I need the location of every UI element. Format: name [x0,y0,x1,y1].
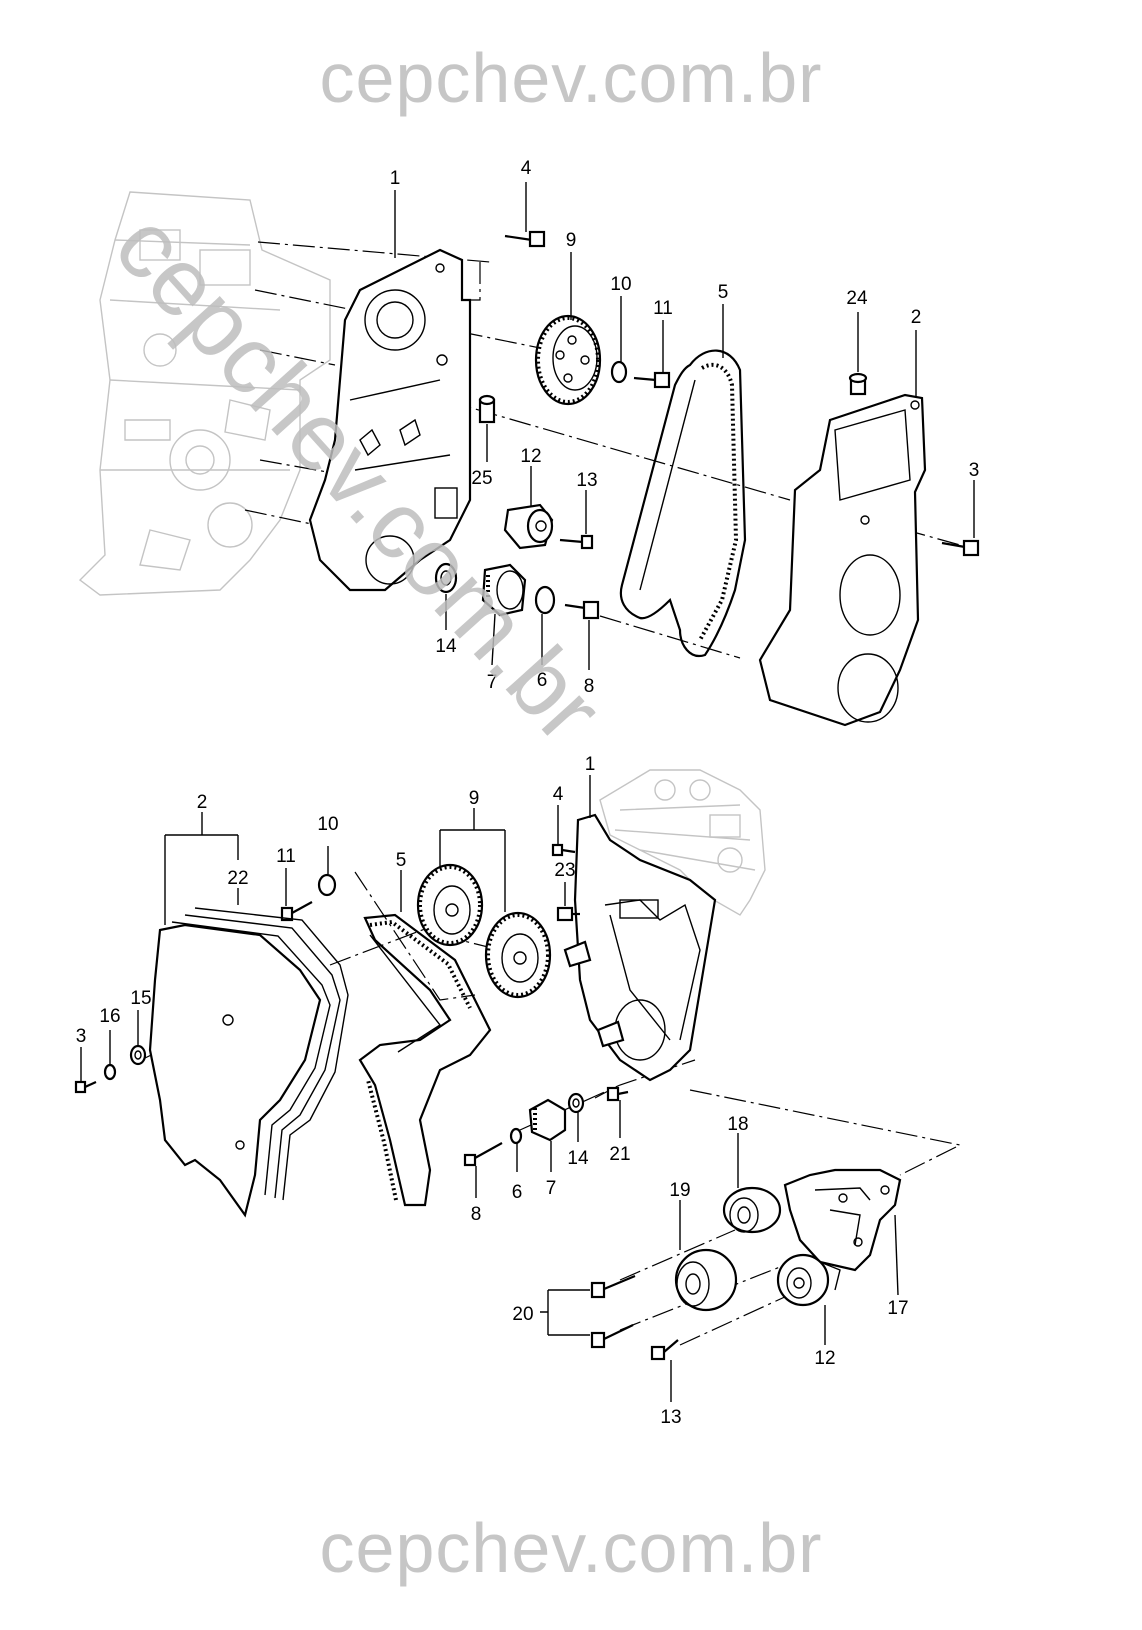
bottom-bolt-20-lower [590,1324,634,1349]
bottom-bolt-8 [463,1142,503,1167]
callout-top-4: 4 [521,158,532,179]
callout-bottom-9: 9 [469,788,480,809]
callout-bottom-12: 12 [814,1348,835,1369]
callout-top-10: 10 [610,274,631,295]
bottom-tensioner-12 [776,1253,841,1307]
bottom-bolt-20-upper [590,1274,636,1299]
callout-top-5: 5 [718,282,729,303]
top-bushing-25 [478,394,496,424]
top-washer-6 [534,585,556,615]
callout-top-7: 7 [487,672,498,693]
top-cam-sprocket [534,314,602,406]
callout-top-9: 9 [566,230,577,251]
callout-bottom-5: 5 [396,850,407,871]
bottom-timing-belt [358,913,492,1207]
callout-bottom-13: 13 [660,1407,681,1428]
callout-bottom-4: 4 [553,784,564,805]
bottom-engine-block [599,769,766,916]
top-seal-14 [434,562,458,594]
bottom-idler-18 [722,1186,782,1234]
callout-bottom-3: 3 [76,1026,87,1047]
bottom-bolt-4 [551,843,576,857]
callout-bottom-19: 19 [669,1180,690,1201]
callout-bottom-17: 17 [887,1298,908,1319]
watermark-diagonal: cepchev.com.br [94,192,622,762]
top-crank-sprocket-7 [481,563,527,617]
callout-top-2: 2 [911,307,922,328]
callout-bottom-18: 18 [727,1114,748,1135]
callout-bottom-16: 16 [99,1006,120,1027]
top-rear-timing-cover [308,248,472,592]
top-bolt-11 [633,371,671,389]
callout-top-24: 24 [846,288,868,309]
watermark-bottom: cepchev.com.br [319,1509,823,1587]
callout-bottom-21: 21 [609,1144,630,1165]
bottom-bolt-3 [74,1080,97,1094]
bottom-tensioner-bracket-17 [783,1168,902,1272]
callout-bottom-15: 15 [130,988,151,1009]
callout-top-6: 6 [537,670,548,691]
top-engine-block [78,191,331,596]
watermark-top: cepchev.com.br [319,39,823,117]
bottom-front-cover [148,907,349,1218]
bottom-washer-6 [509,1127,523,1145]
callout-top-3: 3 [969,460,980,481]
callout-bottom-6: 6 [512,1182,523,1203]
bottom-seal-14 [567,1092,585,1114]
top-diagram: 1 4 9 10 11 5 24 2 3 25 12 13 14 7 6 8 [78,158,980,727]
callout-top-12: 12 [520,446,541,467]
top-timing-belt [619,349,747,658]
callout-bottom-11: 11 [276,846,296,867]
bottom-bolt-21 [606,1086,629,1102]
bottom-washer-16 [103,1063,117,1081]
bottom-crank-sprocket-7 [528,1098,567,1142]
bottom-bushing-a [563,940,592,968]
callout-top-14: 14 [435,636,457,657]
top-bolt-3 [941,539,980,557]
bottom-washer-10 [317,873,337,897]
bottom-pulley-19 [674,1248,738,1312]
top-bolt-13 [559,534,594,550]
bottom-diagram: 2 22 10 11 5 9 1 4 23 15 16 3 8 6 7 14 2… [74,754,962,1428]
callout-bottom-22: 22 [227,868,248,889]
bottom-stud-23 [556,906,580,922]
top-tensioner-12 [503,503,554,550]
callout-bottom-8: 8 [471,1204,482,1225]
callout-bottom-2: 2 [197,792,208,813]
callout-top-25: 25 [471,468,492,489]
callout-top-1: 1 [390,168,401,189]
bottom-rear-cover [573,813,717,1082]
bottom-cam-sprocket-1 [416,863,484,947]
callout-bottom-23: 23 [554,860,575,881]
callout-bottom-7: 7 [546,1178,557,1199]
callout-top-8: 8 [584,676,595,697]
bottom-cam-sprocket-2 [484,911,552,999]
bottom-grommet-15 [129,1044,147,1066]
top-washer-10 [610,360,628,384]
callout-top-11: 11 [653,298,673,319]
top-bolt-8 [564,600,600,620]
top-bolt-4 [504,230,546,248]
top-grommet-24 [848,372,868,396]
callout-bottom-14: 14 [567,1148,589,1169]
callout-top-13: 13 [576,470,597,491]
callout-bottom-1: 1 [585,754,596,775]
bottom-bolt-11 [280,901,313,922]
top-front-timing-cover [758,393,927,727]
callout-bottom-10: 10 [317,814,338,835]
bottom-bolt-13 [650,1339,679,1361]
bottom-bushing-b [596,1020,625,1048]
callout-bottom-20: 20 [512,1304,533,1325]
